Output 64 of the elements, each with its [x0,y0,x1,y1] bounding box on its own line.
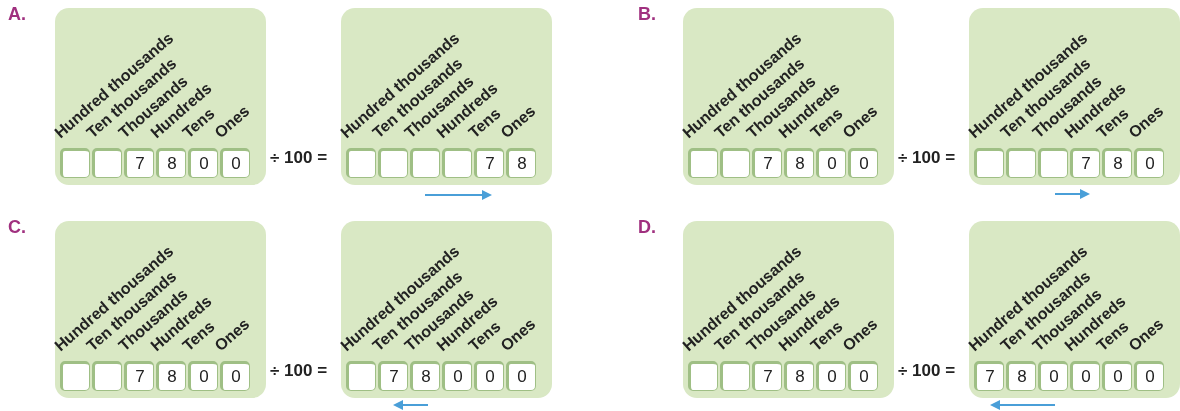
operation-text: ÷ 100 = [270,361,328,381]
empty-digit-cell [410,148,440,178]
digit-cell: 0 [816,361,846,391]
digit-cell: 0 [816,148,846,178]
empty-digit-cell [1038,148,1068,178]
operation-text: ÷ 100 = [270,148,328,168]
digit-cell: 7 [752,148,782,178]
place-value-chart [55,8,266,185]
place-value-chart [55,221,266,398]
digit-cell: 8 [784,148,814,178]
digit-cell: 0 [1134,361,1164,391]
digit-cell: 0 [848,361,878,391]
place-value-chart [341,8,552,185]
digit-cell: 8 [784,361,814,391]
operation-text: ÷ 100 = [898,361,956,381]
empty-digit-cell [60,361,90,391]
empty-digit-cell [974,148,1004,178]
option-letter: A. [8,4,26,25]
digit-cell: 8 [506,148,536,178]
empty-digit-cell [720,361,750,391]
place-value-chart [969,8,1180,185]
place-value-chart [683,221,894,398]
empty-digit-cell [1006,148,1036,178]
empty-digit-cell [92,148,122,178]
digit-cell: 7 [1070,148,1100,178]
digit-cell: 0 [1038,361,1068,391]
empty-digit-cell [442,148,472,178]
digit-cell: 8 [156,361,186,391]
option-letter: C. [8,217,26,238]
digit-cell: 7 [378,361,408,391]
digit-cell: 8 [1006,361,1036,391]
empty-digit-cell [346,361,376,391]
empty-digit-cell [378,148,408,178]
digit-cell: 0 [1134,148,1164,178]
digit-cell: 0 [220,361,250,391]
place-value-chart [341,221,552,398]
digit-cell: 7 [124,361,154,391]
option-letter: B. [638,4,656,25]
digit-cell: 0 [1102,361,1132,391]
digit-cell: 8 [156,148,186,178]
digit-cell: 8 [1102,148,1132,178]
digit-cell: 0 [506,361,536,391]
digit-cell: 0 [442,361,472,391]
empty-digit-cell [92,361,122,391]
digit-cell: 0 [1070,361,1100,391]
empty-digit-cell [60,148,90,178]
place-value-chart [969,221,1180,398]
place-value-chart [683,8,894,185]
digit-cell: 7 [752,361,782,391]
digit-cell: 0 [474,361,504,391]
operation-text: ÷ 100 = [898,148,956,168]
digit-cell: 7 [974,361,1004,391]
empty-digit-cell [688,361,718,391]
option-letter: D. [638,217,656,238]
digit-cell: 0 [188,361,218,391]
digit-cell: 0 [848,148,878,178]
digit-cell: 7 [124,148,154,178]
digit-cell: 0 [188,148,218,178]
empty-digit-cell [720,148,750,178]
digit-cell: 8 [410,361,440,391]
empty-digit-cell [688,148,718,178]
empty-digit-cell [346,148,376,178]
digit-cell: 7 [474,148,504,178]
digit-cell: 0 [220,148,250,178]
